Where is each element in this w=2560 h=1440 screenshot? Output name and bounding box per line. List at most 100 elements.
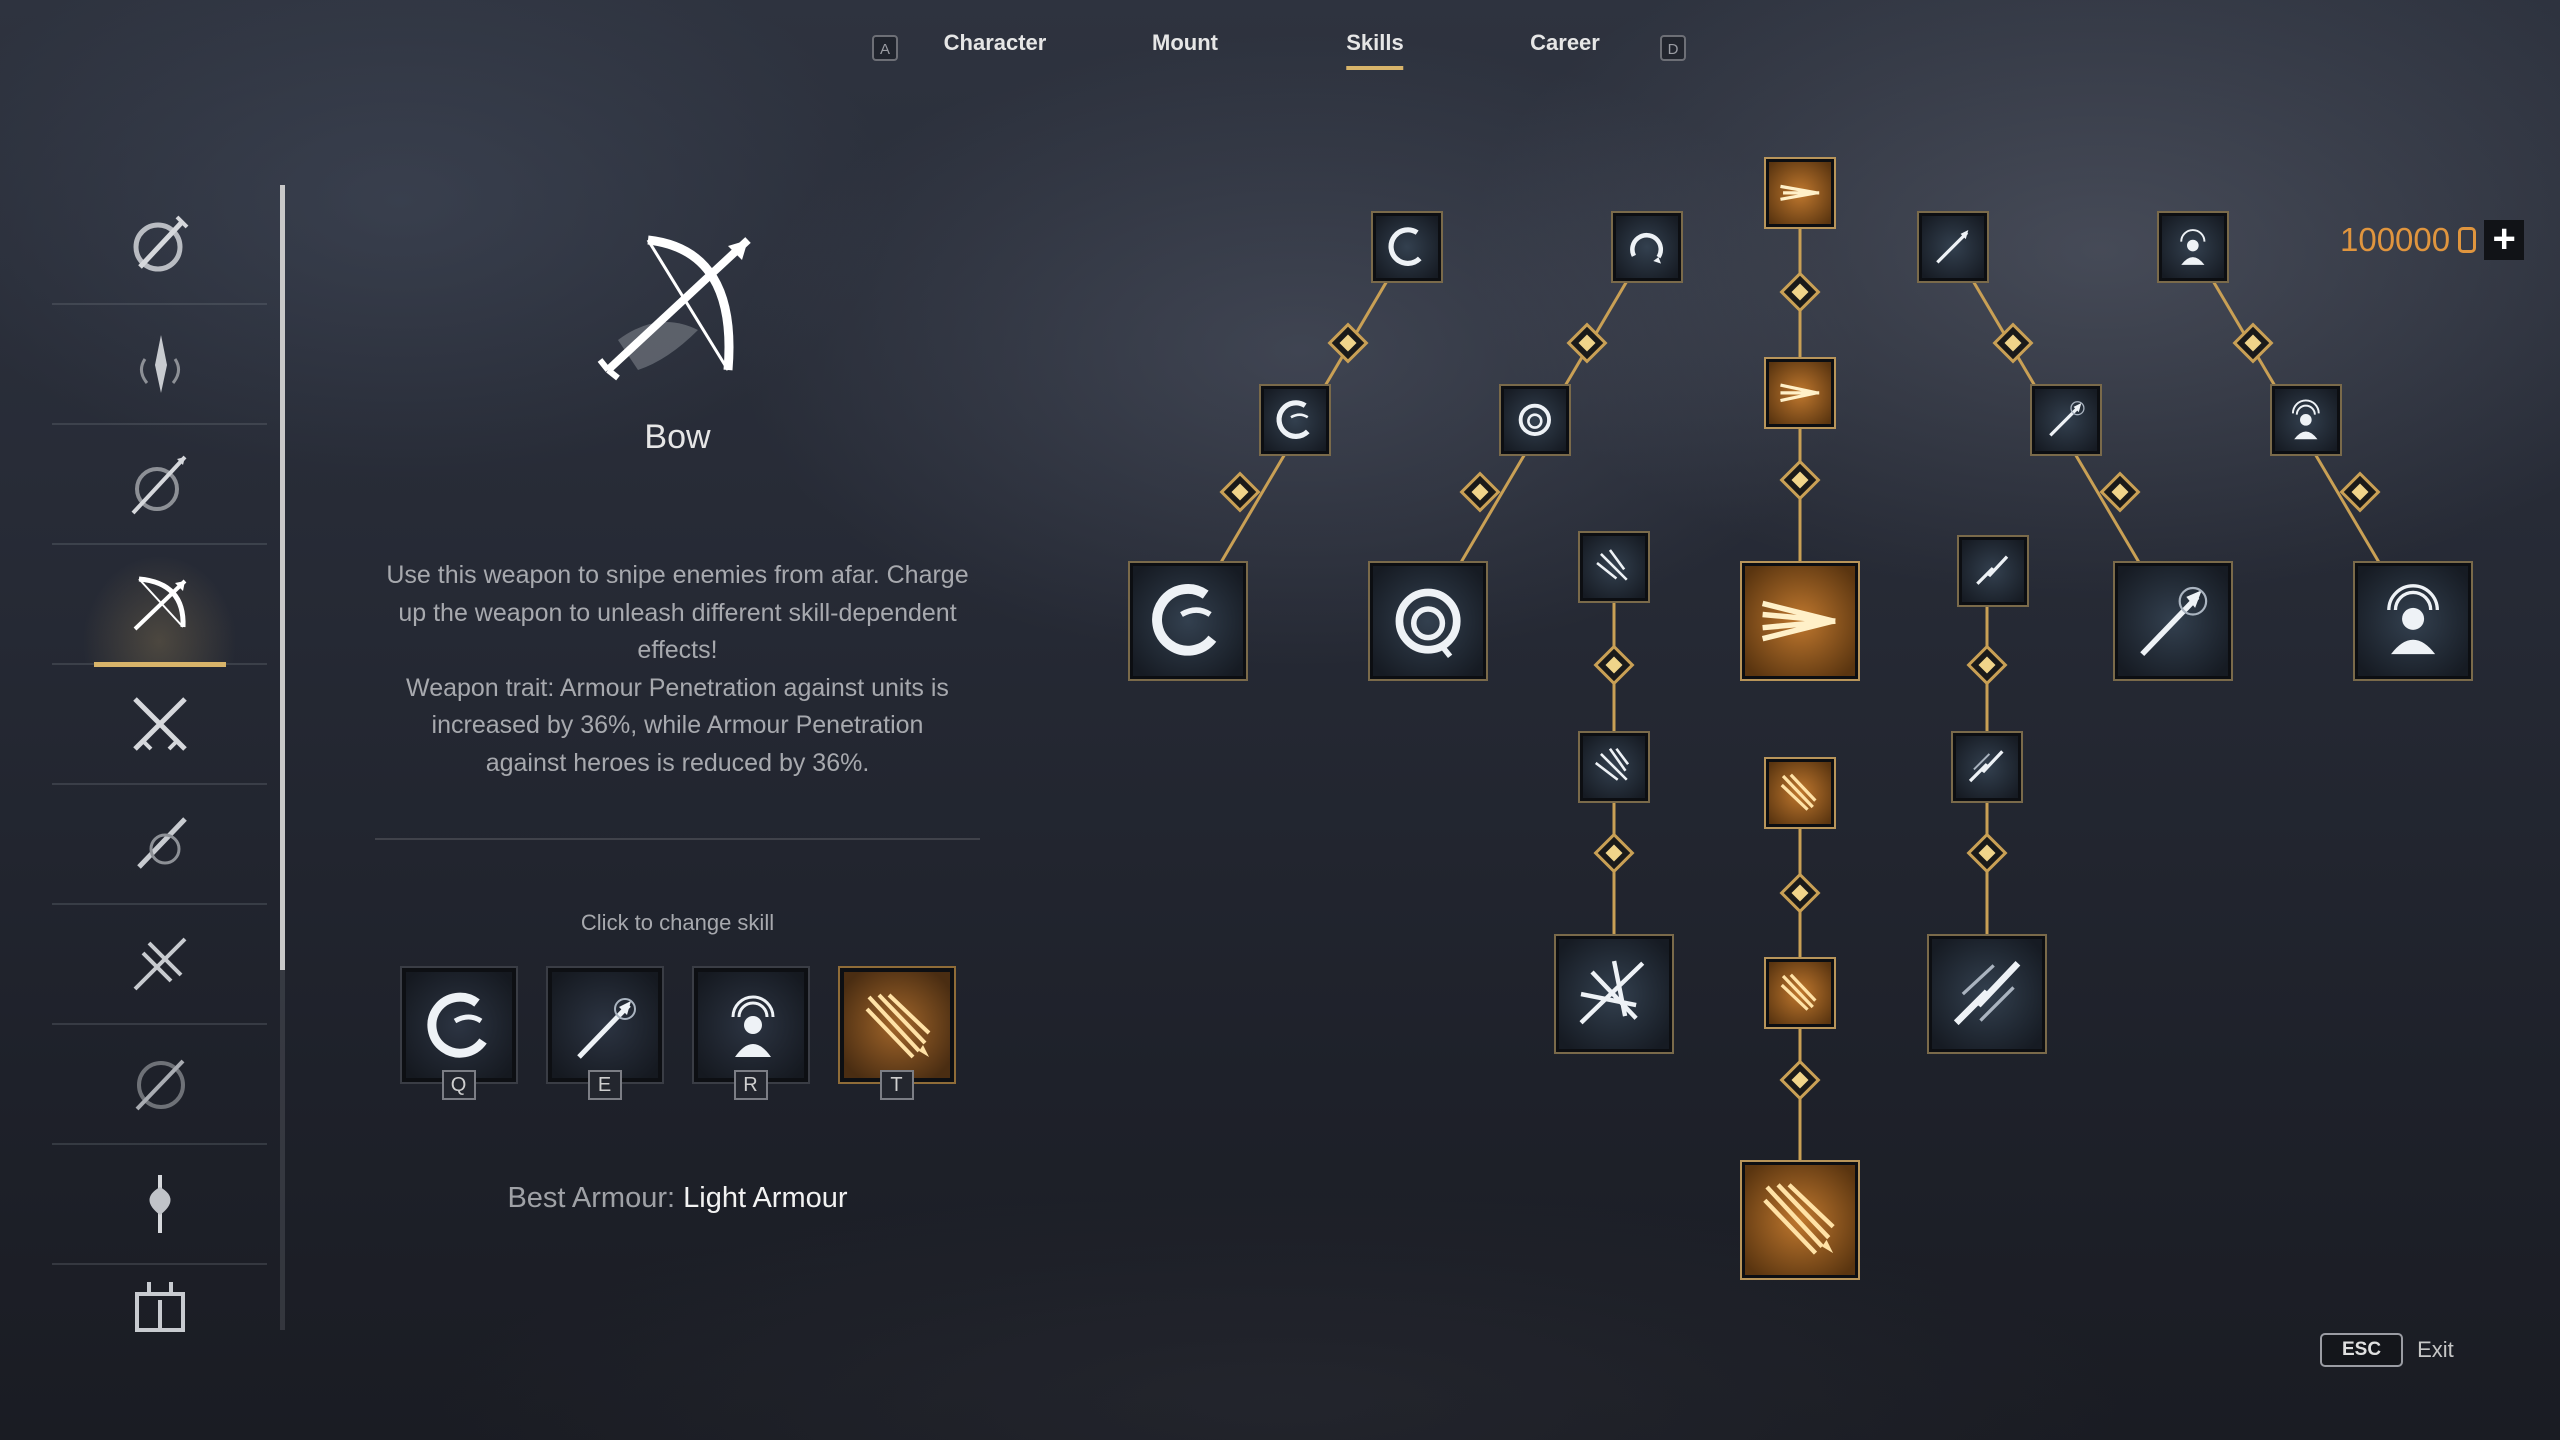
skill-node-aura-ultimate[interactable] <box>2353 561 2473 681</box>
equipped-skill-e[interactable]: E <box>545 966 664 1100</box>
shield-sword-icon <box>133 215 188 272</box>
arrow-burst-icon <box>1763 1183 1835 1255</box>
sidebar-scrollbar[interactable] <box>280 185 285 1330</box>
equipped-skill-t[interactable]: T <box>837 966 956 1100</box>
tab-skills[interactable]: Skills <box>1346 30 1404 70</box>
sidebar-item-spear-shield[interactable] <box>52 425 267 545</box>
skill-node-crescent-2[interactable] <box>1259 384 1331 456</box>
skill-key-q: Q <box>441 1070 476 1100</box>
skill-node-burst-2[interactable] <box>1764 957 1836 1029</box>
spear-thrust-icon <box>576 998 636 1059</box>
equipped-skills: Q E R T <box>375 966 980 1100</box>
glaive-icon <box>135 1059 185 1111</box>
crossbow-icon <box>133 937 186 991</box>
weapon-description: Use this weapon to snipe enemies from af… <box>375 557 980 782</box>
tower-icon <box>134 1282 185 1332</box>
arrow-volley-icon <box>1780 184 1820 202</box>
skill-node-aura-2[interactable] <box>2270 384 2342 456</box>
shard-icon <box>1595 748 1630 781</box>
skill-node-volley-ultimate[interactable] <box>1740 561 1860 681</box>
spear-icon <box>1936 230 1969 264</box>
skill-node-lightning-1[interactable] <box>1957 535 2029 607</box>
skill-node-shard-2[interactable] <box>1578 731 1650 803</box>
sidebar-item-axe[interactable] <box>52 1145 267 1265</box>
skill-node-volley-2[interactable] <box>1764 357 1836 429</box>
description-line: effects! <box>637 636 718 664</box>
vortex-icon <box>1395 588 1461 658</box>
sidebar-item-tower[interactable] <box>52 1265 267 1345</box>
tab-character[interactable]: Character <box>943 30 1047 55</box>
skill-node-burst-1[interactable] <box>1764 757 1836 829</box>
skill-node-vortex-2[interactable] <box>1499 384 1571 456</box>
spear-shield-icon <box>131 455 186 515</box>
skill-node-crescent-ultimate[interactable] <box>1128 561 1248 681</box>
skill-node-vortex-ultimate[interactable] <box>1368 561 1488 681</box>
plus-icon[interactable]: + <box>2484 219 2525 260</box>
vortex-icon <box>1630 233 1664 264</box>
hero-aura-icon <box>731 995 774 1057</box>
skill-node-lightning-ultimate[interactable] <box>1927 934 2047 1054</box>
description-line: against heroes is reduced by 36%. <box>485 748 870 777</box>
skill-node-spear-1[interactable] <box>1917 211 1989 283</box>
spear-thrust-icon <box>2140 586 2208 656</box>
tab-mount[interactable]: Mount <box>1152 30 1218 55</box>
crescent-swirl-icon <box>1152 583 1217 656</box>
lightning-arrow-icon <box>1976 555 2009 586</box>
arrow-burst-icon <box>1780 973 1817 1011</box>
skill-node-crescent-1[interactable] <box>1371 211 1443 283</box>
description-line: Weapon trait: Armour Penetration against… <box>406 673 949 702</box>
sidebar-item-glaive[interactable] <box>52 1025 267 1145</box>
skill-node-vortex-1[interactable] <box>1611 211 1683 283</box>
crescent-swirl-icon <box>1276 400 1310 440</box>
skill-points-amount: 100000 <box>2340 221 2451 258</box>
skill-node-volley-1[interactable] <box>1764 157 1836 229</box>
sword-swirl-icon <box>136 817 187 869</box>
prev-tab-key-hint[interactable]: A <box>872 35 898 61</box>
exit-label: Exit <box>2417 1337 2454 1362</box>
sidebar-scroll-thumb[interactable] <box>280 185 285 970</box>
crescent-icon <box>1388 227 1422 267</box>
vortex-icon <box>1518 403 1552 437</box>
skill-key-e: E <box>587 1070 622 1100</box>
hero-aura-icon <box>2292 399 2320 440</box>
arrow-burst-icon <box>1780 773 1817 811</box>
sidebar-item-crossbow[interactable] <box>52 905 267 1025</box>
best-armour: Best Armour: Light Armour <box>375 1182 980 1215</box>
description-line: Use this weapon to snipe enemies from af… <box>386 561 969 589</box>
skill-key-t: T <box>879 1070 914 1100</box>
sidebar-item-sword-swirl[interactable] <box>52 785 267 905</box>
divider <box>375 838 980 840</box>
bow-icon <box>133 576 186 631</box>
coin-icon <box>2458 227 2477 253</box>
arrow-burst-icon <box>865 993 930 1059</box>
exit-hint[interactable]: ESC Exit <box>2320 1333 2454 1367</box>
bow-arrow-icon <box>578 220 778 400</box>
crossed-swords-icon <box>132 697 187 751</box>
equipped-skill-r[interactable]: R <box>691 966 810 1100</box>
skill-key-r: R <box>733 1070 768 1100</box>
dagger-flame-icon <box>139 335 180 393</box>
equipped-skill-q[interactable]: Q <box>399 966 518 1100</box>
skill-node-lightning-2[interactable] <box>1951 731 2023 803</box>
skill-node-shard-1[interactable] <box>1578 531 1650 603</box>
spear-thrust-icon <box>2049 401 2085 437</box>
skill-node-burst-ultimate[interactable] <box>1740 1160 1860 1280</box>
weapon-sidebar <box>52 185 267 1345</box>
lightning-arrow-icon <box>1969 750 2004 783</box>
weapon-detail-panel: Bow Use this weapon to snipe enemies fro… <box>375 220 980 1215</box>
sidebar-item-crossed-swords[interactable] <box>52 665 267 785</box>
best-armour-value: Light Armour <box>683 1182 848 1214</box>
tab-career[interactable]: Career <box>1530 30 1600 55</box>
sidebar-item-bow[interactable] <box>52 545 267 667</box>
skill-node-spear-ultimate[interactable] <box>2113 561 2233 681</box>
sidebar-item-dagger-flame[interactable] <box>52 305 267 425</box>
skill-node-shard-ultimate[interactable] <box>1554 934 1674 1054</box>
change-skill-label: Click to change skill <box>580 910 775 935</box>
esc-key[interactable]: ESC <box>2320 1333 2404 1367</box>
skill-node-aura-1[interactable] <box>2157 211 2229 283</box>
description-line: increased by 36%, while Armour Penetrati… <box>431 711 924 739</box>
skill-node-spear-2[interactable] <box>2030 384 2102 456</box>
next-tab-key-hint[interactable]: D <box>1660 35 1686 61</box>
crescent-swirl-icon <box>426 992 487 1058</box>
sidebar-item-shield-sword[interactable] <box>52 185 267 305</box>
